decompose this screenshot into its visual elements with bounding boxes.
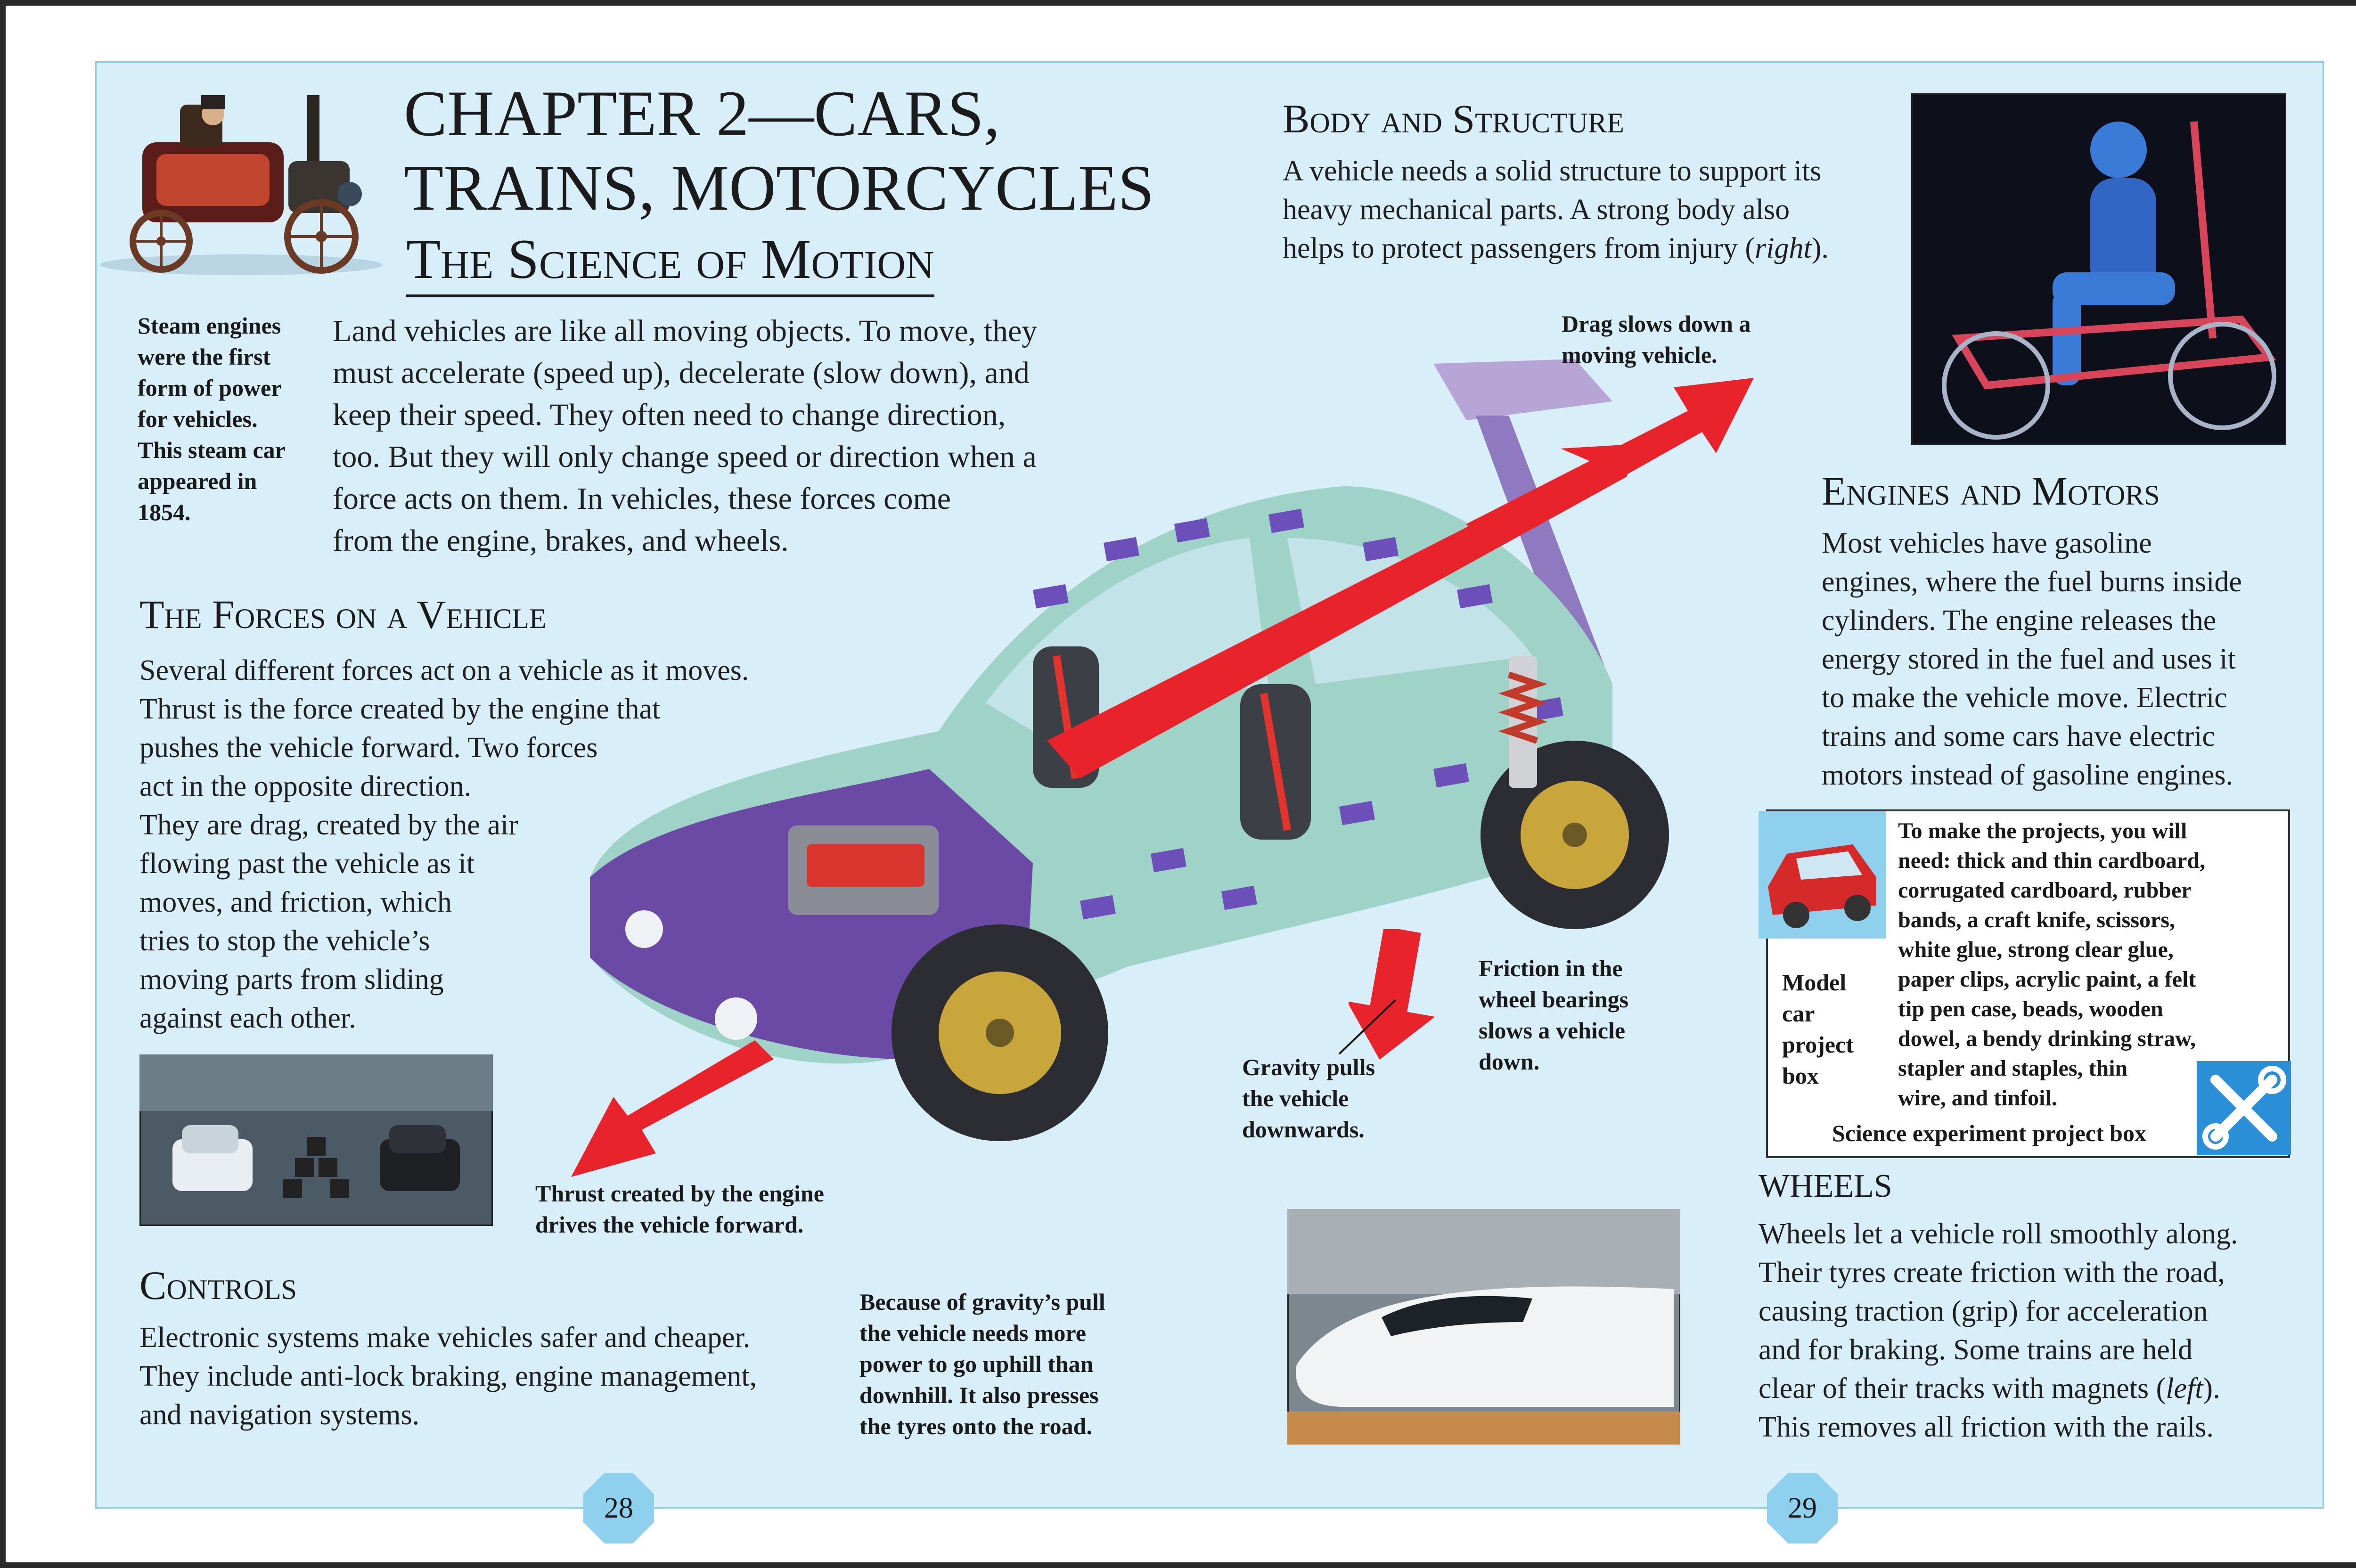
body-heading: Body and Structure xyxy=(1283,96,1624,141)
wheels-paragraph: Wheels let a vehicle roll smoothly along… xyxy=(1759,1218,2238,1443)
gravity-label: Gravity pulls the vehicle downwards. xyxy=(1242,1054,1375,1143)
forces-paragraph: Several different forces act on a vehicl… xyxy=(139,654,749,1034)
project-box: Model car project box To make the projec… xyxy=(1759,809,2291,1158)
page-number-left: 28 xyxy=(583,1473,654,1544)
maglev-train-photo xyxy=(1287,1209,1680,1445)
model-car-icon xyxy=(1759,811,1886,939)
project-box-footer: Science experiment project box xyxy=(1832,1120,2146,1146)
chapter-subtitle: The Science of Motion xyxy=(406,227,934,297)
tools-icon xyxy=(2197,1061,2291,1155)
controls-heading: Controls xyxy=(139,1263,297,1308)
gravity-pointer-line xyxy=(1338,999,1397,1055)
wheels-heading: WHEELS xyxy=(1759,1168,1892,1204)
forces-heading: The Forces on a Vehicle xyxy=(139,592,547,637)
friction-label: Friction in the wheel bearings slows a v… xyxy=(1479,955,1629,1075)
abs-test-photo xyxy=(139,1054,493,1226)
thrust-label: Thrust created by the engine drives the … xyxy=(535,1180,824,1238)
project-materials-list: To make the projects, you will need: thi… xyxy=(1898,818,2206,1111)
crash-dummy-photo xyxy=(1911,93,2286,445)
drag-label: Drag slows down a moving vehicle. xyxy=(1562,310,1751,368)
uphill-caption: Because of gravity’s pull the vehicle ne… xyxy=(859,1289,1105,1439)
chapter-title: CHAPTER 2—CARS, TRAINS, MOTORCYCLES xyxy=(404,77,1154,224)
thrust-arrow-icon xyxy=(571,1040,774,1177)
body-paragraph: A vehicle needs a solid structure to sup… xyxy=(1283,155,1829,264)
intro-paragraph: Land vehicles are like all moving object… xyxy=(333,314,1038,558)
project-box-label: Model car project box xyxy=(1782,969,1854,1089)
engines-paragraph: Most vehicles have gasoline engines, whe… xyxy=(1822,527,2242,791)
engines-heading: Engines and Motors xyxy=(1822,468,2160,514)
steam-car-illustration xyxy=(100,95,383,275)
steam-car-caption: Steam engines were the first form of pow… xyxy=(138,312,286,525)
controls-paragraph: Electronic systems make vehicles safer a… xyxy=(139,1322,757,1431)
drag-arrow-icon xyxy=(1466,378,1754,555)
page-number-right: 29 xyxy=(1767,1473,1838,1544)
